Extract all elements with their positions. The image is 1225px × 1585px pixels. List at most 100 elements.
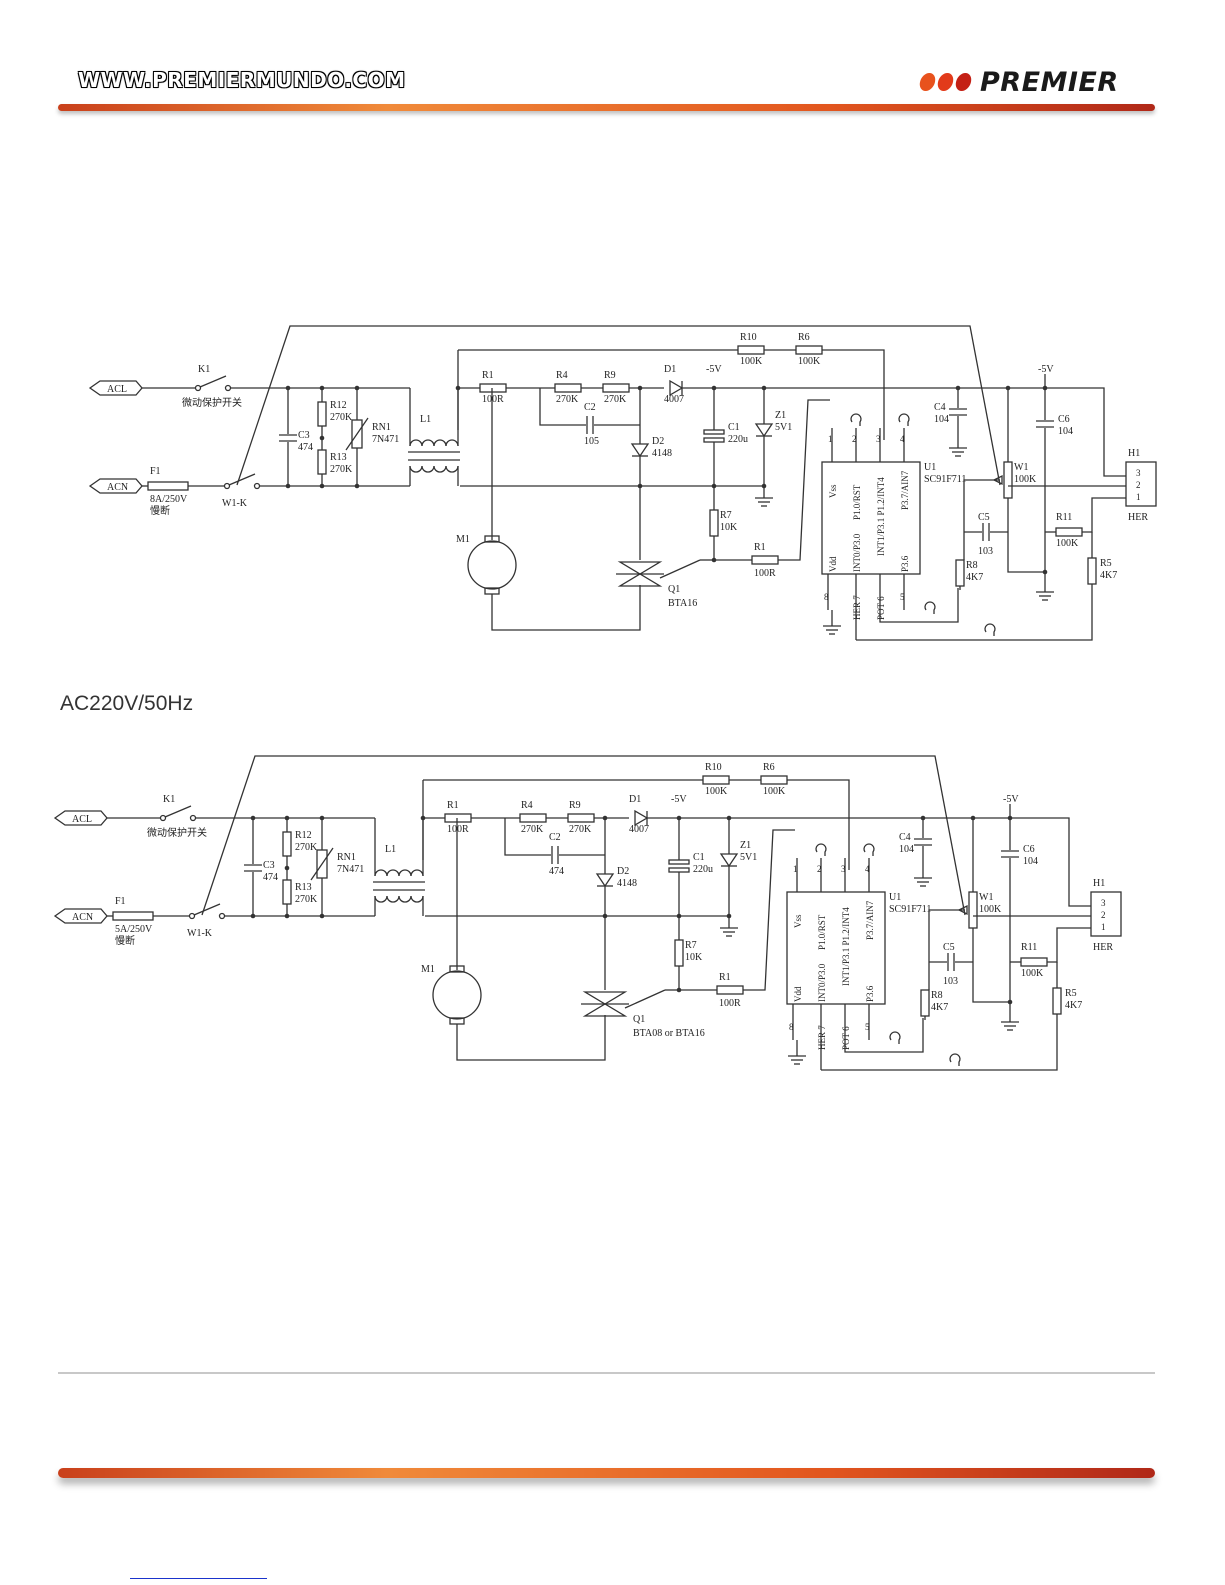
motor-symbol — [467, 540, 517, 590]
wire — [491, 585, 641, 631]
resistor-symbol — [147, 481, 189, 491]
label-c2-value: 474 — [549, 866, 564, 877]
junction-dot — [284, 815, 290, 821]
ic-u1-body — [786, 891, 886, 1005]
junction-dot — [319, 385, 325, 391]
label-d2: D2 — [652, 436, 664, 447]
label-r9: R9 — [604, 370, 616, 381]
label-p-p37: P3.7/AIN7 — [865, 900, 875, 940]
label-r5-value: 4K7 — [1100, 570, 1117, 581]
label-m1: M1 — [421, 964, 435, 975]
label-r13-value: 270K — [295, 894, 318, 905]
inductor-coil — [445, 465, 459, 473]
resistor-symbol — [554, 383, 582, 393]
test-point-symbol — [984, 623, 996, 636]
site-url[interactable]: WWW.PREMIERMUNDO.COM — [78, 68, 406, 92]
wire — [821, 1014, 1058, 1071]
inductor-coil — [409, 465, 423, 473]
switch-contact — [223, 482, 231, 490]
label-rn1-value: 7N471 — [372, 434, 399, 445]
inductor-coil — [433, 465, 447, 473]
label-p-int0: INT0/P3.0 — [817, 963, 827, 1002]
label-rn1: RN1 — [337, 852, 356, 863]
wire — [879, 574, 959, 623]
label-z1: Z1 — [775, 410, 786, 421]
label-p-int1: INT1/P3.1 P1.2/INT4 — [876, 477, 886, 556]
label-q1-value: BTA08 or BTA16 — [633, 1028, 705, 1039]
wiper-arrow — [957, 904, 968, 916]
capacitor-symbol — [703, 429, 725, 435]
brand-name: PREMIER — [980, 66, 1119, 98]
triac-symbol — [582, 1003, 628, 1017]
wiper-arrow — [992, 474, 1003, 486]
label-p-her7: HER 7 — [817, 1025, 827, 1050]
label-r11-value: 100K — [1056, 538, 1079, 549]
junction-dot — [354, 385, 360, 391]
junction-dot — [285, 385, 291, 391]
resistor-symbol — [602, 383, 630, 393]
wire — [972, 928, 1011, 1003]
label-r7: R7 — [720, 510, 732, 521]
label-r12: R12 — [295, 830, 312, 841]
wire — [1082, 497, 1126, 533]
label-c5-value: 103 — [943, 976, 958, 987]
label-pin3: 3 — [876, 434, 881, 444]
resistor-symbol — [920, 989, 930, 1017]
switch-contact — [253, 482, 261, 490]
label-p-her7: HER 7 — [852, 595, 862, 620]
wire — [856, 584, 1093, 641]
capacitor-symbol — [703, 437, 725, 443]
label-c1-value: 220u — [693, 864, 713, 875]
wire — [963, 479, 1000, 560]
junction-dot — [250, 815, 256, 821]
wire — [743, 829, 795, 991]
label-r1a-value: 100R — [482, 394, 504, 405]
label-c1: C1 — [693, 852, 705, 863]
label-f1-value: 8A/250V — [150, 494, 188, 505]
label-d1-value: 4007 — [629, 824, 649, 835]
label-z1: Z1 — [740, 840, 751, 851]
label-pin3: 3 — [841, 864, 846, 874]
inductor-coil — [386, 895, 400, 903]
resistor-symbol — [282, 879, 292, 905]
footer-accent-bar — [58, 1468, 1155, 1478]
resistor-symbol — [674, 939, 684, 967]
label-r4-value: 270K — [521, 824, 544, 835]
label-p-vdd: Vdd — [828, 556, 838, 572]
junction-dot — [637, 483, 643, 489]
wire — [778, 399, 830, 561]
logo-dot-icon — [918, 73, 937, 91]
label-r10-value: 100K — [705, 786, 728, 797]
resistor-symbol — [795, 345, 823, 355]
label-r4: R4 — [521, 800, 533, 811]
triac-gate — [624, 989, 666, 1009]
label-r11-value: 100K — [1021, 968, 1044, 979]
label-r5-value: 4K7 — [1065, 1000, 1082, 1011]
label-vneg2: -5V — [1038, 364, 1054, 375]
junction-dot — [319, 435, 325, 441]
label-r11: R11 — [1056, 512, 1072, 523]
schematic-bottom: ACLACNK1微动保护开关F15A/250V慢断W1-KC3474R12270… — [53, 755, 1122, 1071]
inductor-coil — [421, 439, 435, 447]
diode-symbol — [754, 423, 774, 438]
switch-contact — [218, 912, 226, 920]
label-p-vdd: Vdd — [793, 986, 803, 1002]
label-r13-value: 270K — [330, 464, 353, 475]
junction-dot — [761, 483, 767, 489]
label-d1-value: 4007 — [664, 394, 684, 405]
inductor-coil — [398, 869, 412, 877]
label-r1b: R1 — [754, 542, 766, 553]
footer-link-underline[interactable] — [130, 1578, 267, 1579]
label-h1-p1: 1 — [1101, 922, 1106, 932]
label-pin5: 5 — [900, 592, 905, 602]
label-r6-value: 100K — [763, 786, 786, 797]
test-point-symbol — [898, 413, 910, 426]
label-acn: ACN — [72, 912, 93, 923]
label-r1a-value: 100R — [447, 824, 469, 835]
junction-dot — [319, 483, 325, 489]
resistor-symbol — [1003, 461, 1013, 499]
resistor-symbol — [702, 775, 730, 785]
label-r10: R10 — [705, 762, 722, 773]
label-r12-value: 270K — [330, 412, 353, 423]
diode-symbol — [595, 873, 615, 888]
